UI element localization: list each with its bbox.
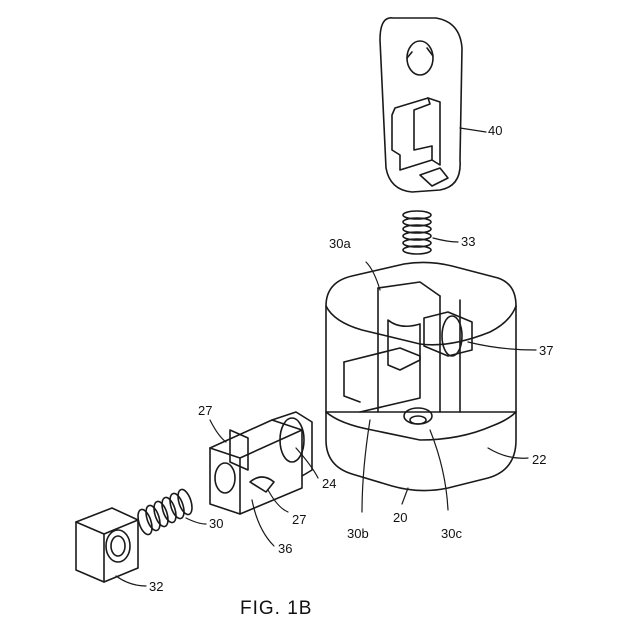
label-40: 40 — [488, 123, 502, 138]
label-37: 37 — [539, 343, 553, 358]
label-27-top: 27 — [198, 403, 212, 418]
label-32: 32 — [149, 579, 163, 594]
part-33-spring — [403, 211, 431, 254]
label-36: 36 — [278, 541, 292, 556]
figure-caption: FIG. 1B — [240, 598, 312, 619]
part-24-slider — [210, 412, 312, 514]
part-20-housing — [326, 262, 516, 490]
part-40-plate — [380, 18, 462, 192]
label-27-bottom: 27 — [292, 512, 306, 527]
label-33: 33 — [461, 234, 475, 249]
label-30: 30 — [209, 516, 223, 531]
label-30a: 30a — [329, 236, 351, 251]
label-30b: 30b — [347, 526, 369, 541]
part-32-nut — [76, 508, 138, 582]
part-30-spring — [135, 488, 194, 536]
label-20: 20 — [393, 510, 407, 525]
label-30c: 30c — [441, 526, 462, 541]
label-22: 22 — [532, 452, 546, 467]
label-24: 24 — [322, 476, 336, 491]
